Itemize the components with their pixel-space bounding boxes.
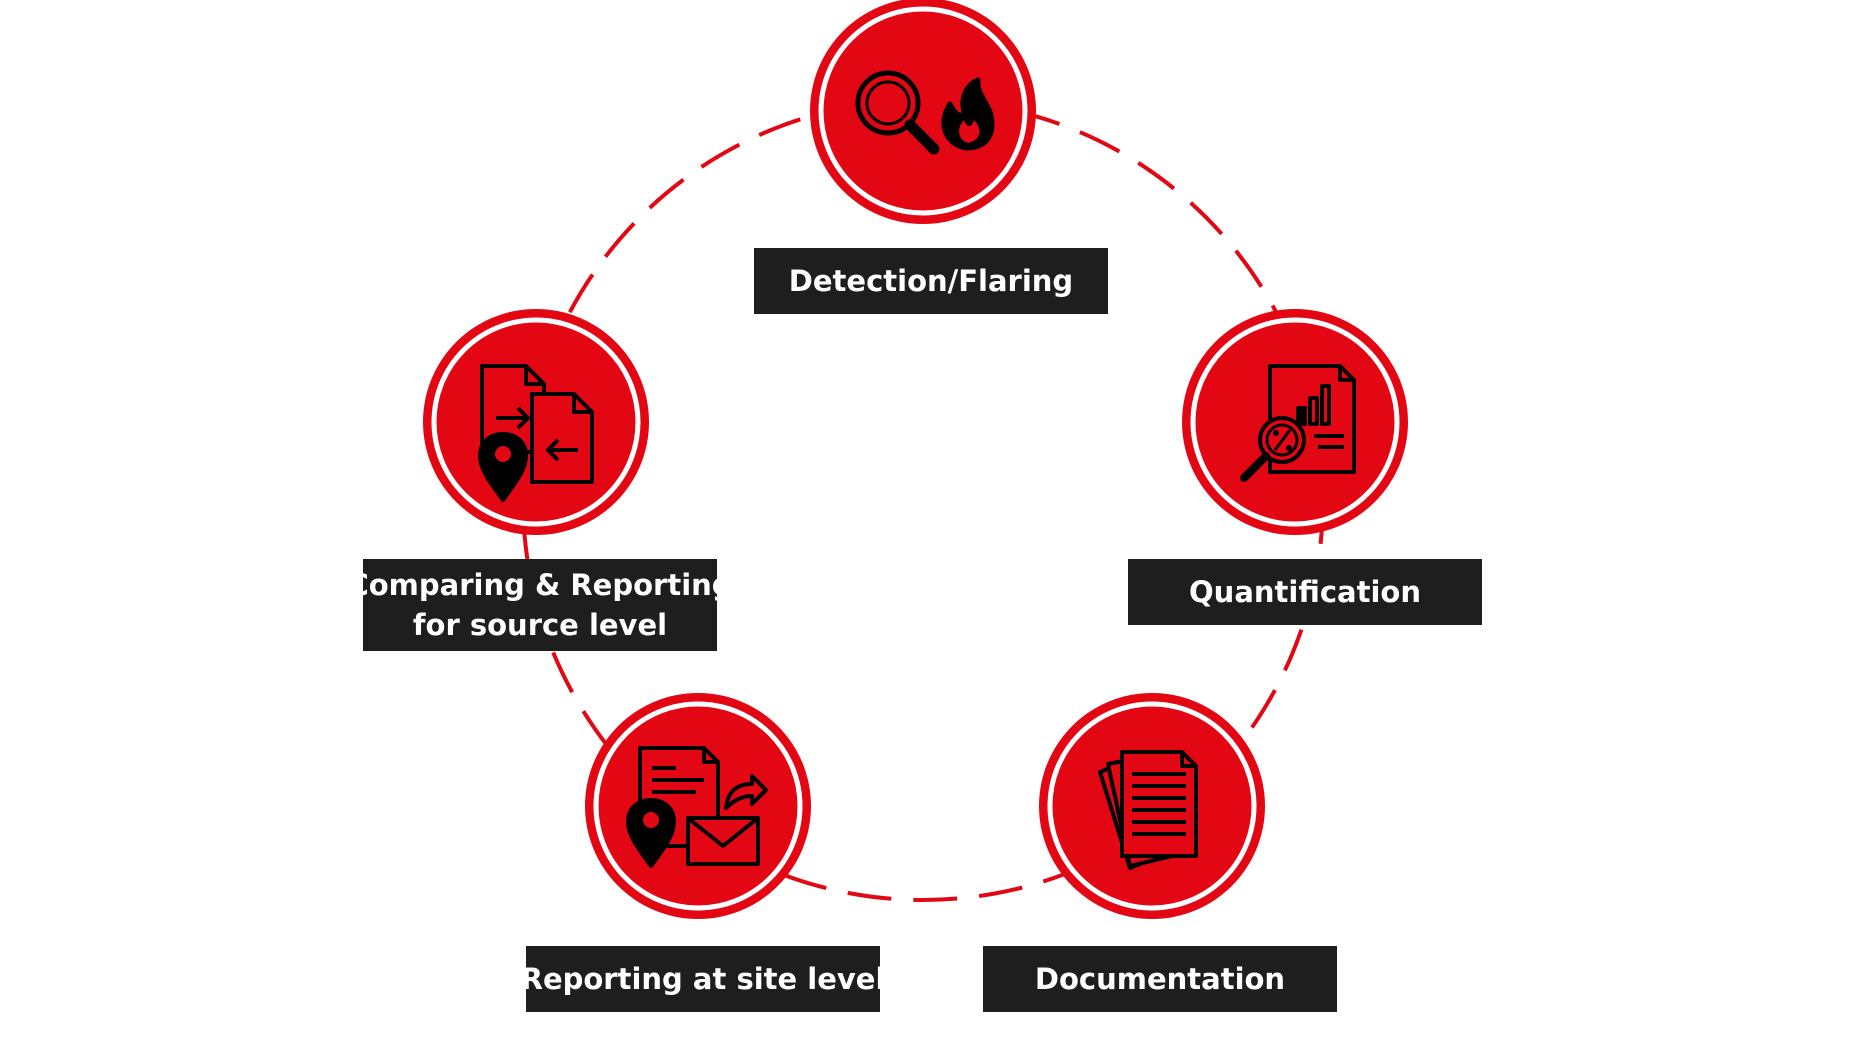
node-detection-inner-ring: [818, 6, 1028, 216]
node-reporting-site-label-line-1: Reporting at site level: [520, 962, 886, 996]
node-documentation-label-line-1: Documentation: [1034, 962, 1286, 996]
node-reporting-site-outer-circle: [585, 693, 811, 919]
node-comparing-reporting-label-stack: Comparing & Reporting for source level: [347, 565, 732, 645]
node-comparing-reporting-label: Comparing & Reporting for source level: [347, 559, 733, 651]
report-chart-percent-icon: [1240, 364, 1356, 482]
node-detection-label: Detection/Flaring: [754, 248, 1108, 314]
node-reporting-site-inner-ring: [593, 701, 803, 911]
node-quantification: [1182, 309, 1408, 535]
document-stack-icon: [1098, 750, 1198, 870]
node-quantification-label-line-1: Quantification: [1189, 575, 1421, 609]
node-reporting-site: [585, 693, 811, 919]
magnifier-icon: [855, 70, 940, 155]
node-quantification-label: Quantification: [1128, 559, 1482, 625]
node-reporting-site-label: Reporting at site level: [521, 946, 885, 1012]
document-mail-location-icon: [626, 746, 768, 868]
node-documentation: [1039, 693, 1265, 919]
node-comparing-reporting-inner-ring: [431, 317, 641, 527]
node-documentation-inner-ring: [1047, 701, 1257, 911]
node-comparing-reporting-label-line-2: for source level: [412, 608, 668, 642]
node-comparing-reporting: [423, 309, 649, 535]
node-detection-outer-circle: [810, 0, 1036, 224]
node-quantification-inner-ring: [1190, 317, 1400, 527]
node-detection: [810, 0, 1036, 224]
node-detection-label-line-1: Detection/Flaring: [788, 264, 1074, 298]
flame-icon: [941, 77, 995, 151]
node-documentation-label: Documentation: [983, 946, 1337, 1012]
file-exchange-location-icon: [478, 364, 594, 502]
node-comparing-reporting-label-line-1: Comparing & Reporting: [347, 568, 733, 602]
